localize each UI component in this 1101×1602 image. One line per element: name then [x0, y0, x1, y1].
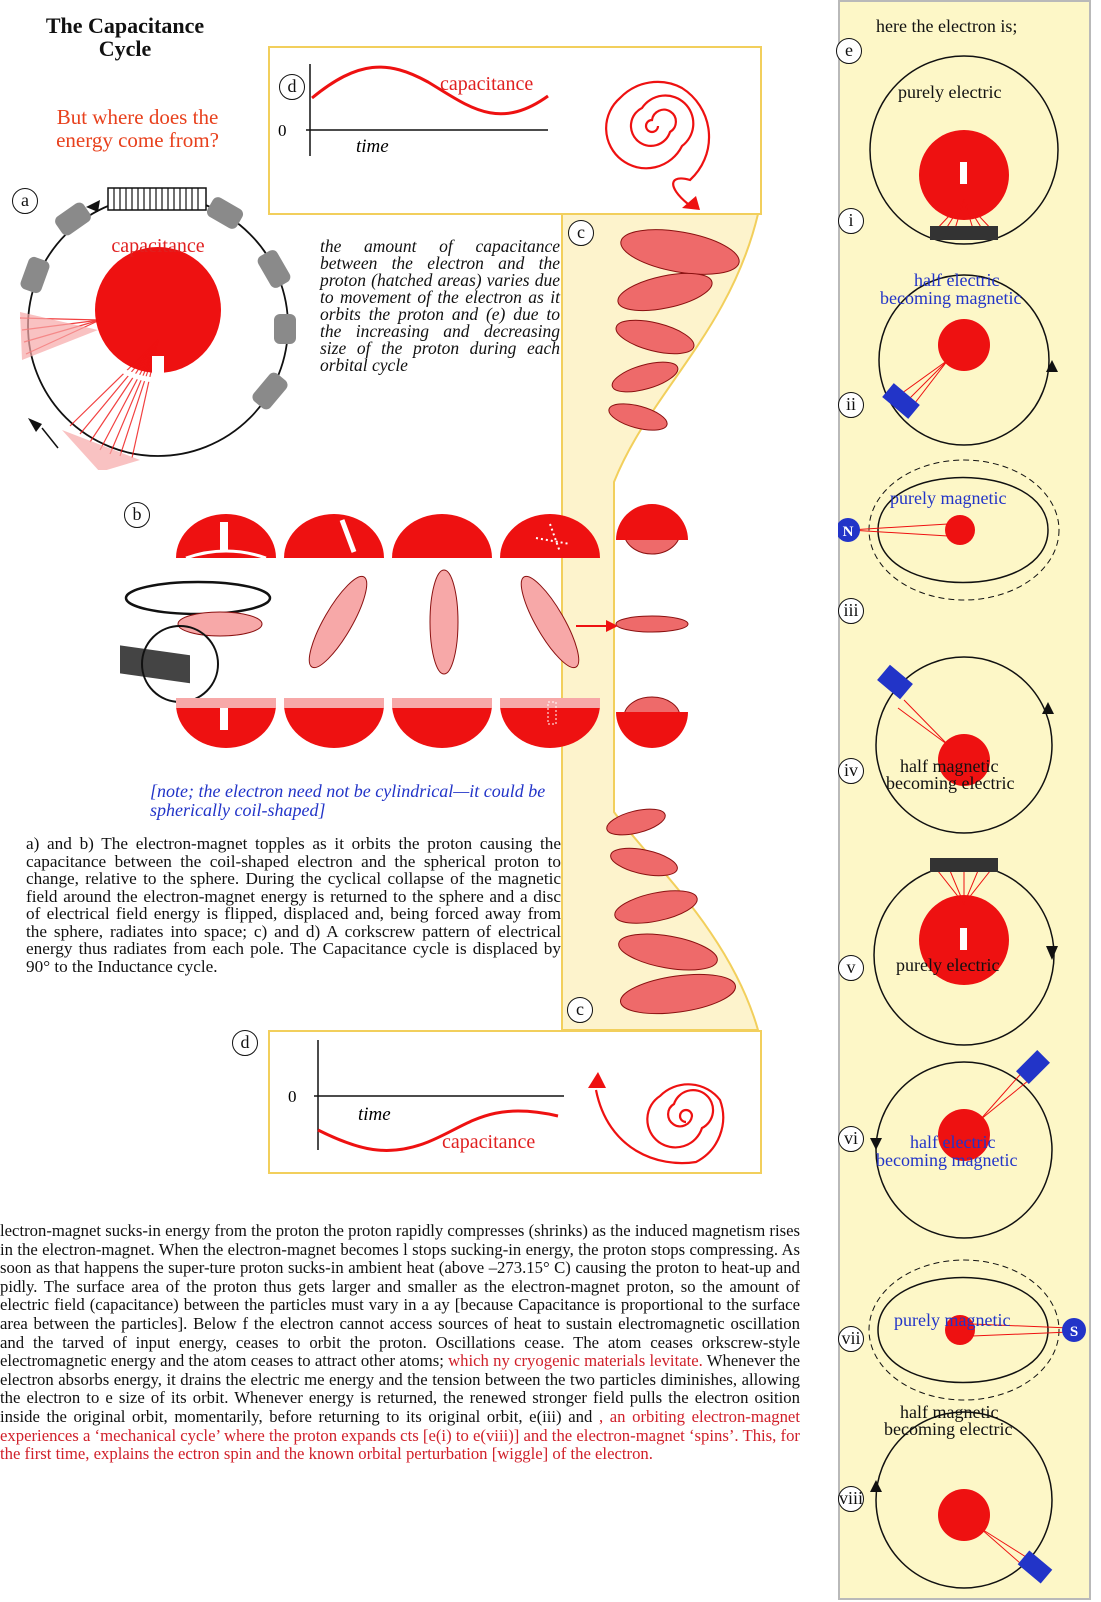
panel-b-diagram: [120, 514, 618, 748]
stage-i-label: i: [838, 208, 864, 234]
body-text-part1: lectron-magnet sucks-in energy from the …: [0, 1221, 800, 1371]
bottom-capacitance-graph: 0 time capacitance: [288, 1040, 725, 1165]
stage-vi-label: vi: [838, 1126, 864, 1152]
top-capacitance-curve: [311, 65, 549, 116]
stage-iii-state: purely magnetic: [890, 488, 1007, 508]
note-text: [note; the electron need not be cylindri…: [150, 781, 546, 820]
body-text-red2: , an orbiting electron-magnet experience…: [0, 1406, 800, 1464]
bottom-spiral: [594, 1083, 725, 1165]
pole-s: S: [1070, 1324, 1078, 1340]
body-text-part2: Whenever the electron absorbs energy, it…: [0, 1351, 800, 1426]
stage-ii-state-line2: becoming magnetic: [880, 288, 1022, 308]
corkscrew-column: [561, 213, 760, 1031]
label-c-bottom: c: [567, 997, 593, 1023]
stage-vi-state-line1: half electric: [910, 1132, 996, 1152]
label-d-bottom: d: [232, 1030, 258, 1056]
coil-top: [107, 187, 207, 211]
stage-vii-state: purely magnetic: [894, 1310, 1011, 1330]
bottom-graph-zero: 0: [288, 1087, 297, 1106]
sidebar-heading: here the electron is;: [876, 16, 1018, 36]
body-text: lectron-magnet sucks-in energy from the …: [0, 1221, 800, 1464]
panel-a-capacitance-label: capacitance: [111, 235, 204, 257]
label-e: e: [836, 38, 862, 64]
caption-text: a) and b) The electron-magnet topples as…: [26, 834, 561, 976]
stage-ii-label: ii: [838, 392, 864, 418]
stage-viii-state-line2: becoming electric: [884, 1419, 1013, 1439]
pole-n: N: [843, 524, 854, 540]
bottom-graph-time: time: [358, 1104, 391, 1125]
page-title: The Capacitance Cycle: [45, 13, 205, 61]
label-c-top: c: [568, 220, 594, 246]
body-text-red1: which ny cryogenic materials levitate.: [448, 1351, 703, 1371]
top-spiral: [605, 80, 711, 205]
bottom-graph-panel: [268, 1030, 762, 1174]
stage-iv-state-line2: becoming electric: [886, 773, 1015, 793]
question-text: But where does the energy come from?: [56, 105, 219, 152]
stage-v-label: v: [838, 955, 864, 981]
bottom-capacitance-curve: [317, 1109, 559, 1153]
stage-v-state: purely electric: [896, 955, 1000, 975]
label-a: a: [12, 188, 38, 214]
stage-ii-state-line1: half electric: [914, 270, 1000, 290]
top-graph-capacitance-label: capacitance: [440, 73, 533, 95]
stage-vii-label: vii: [838, 1326, 864, 1352]
grey-electron-positions: [20, 197, 296, 410]
stage-iii-label: iii: [838, 598, 864, 624]
label-d-top: d: [279, 74, 305, 100]
top-graph-panel: [268, 46, 762, 215]
sidebar-stages-diagram: N S: [838, 55, 1086, 1589]
top-graph-zero: 0: [278, 121, 287, 140]
stage-vi-state-line2: becoming magnetic: [876, 1150, 1018, 1170]
label-b: b: [124, 502, 150, 528]
stage-i-state: purely electric: [898, 82, 1002, 102]
stage-viii-state-line1: half magnetic: [900, 1402, 999, 1422]
panel-a-diagram: capacitance: [19, 187, 296, 470]
italic-paragraph: the amount of capacitance between the el…: [320, 236, 560, 375]
stage-iv-label: iv: [838, 758, 864, 784]
stage-viii-label: viii: [838, 1486, 864, 1512]
top-capacitance-graph: 0 time capacitance: [278, 64, 711, 210]
top-graph-time: time: [356, 136, 389, 157]
stage-iv-state-line1: half magnetic: [900, 756, 999, 776]
bottom-graph-capacitance-label: capacitance: [442, 1131, 535, 1153]
